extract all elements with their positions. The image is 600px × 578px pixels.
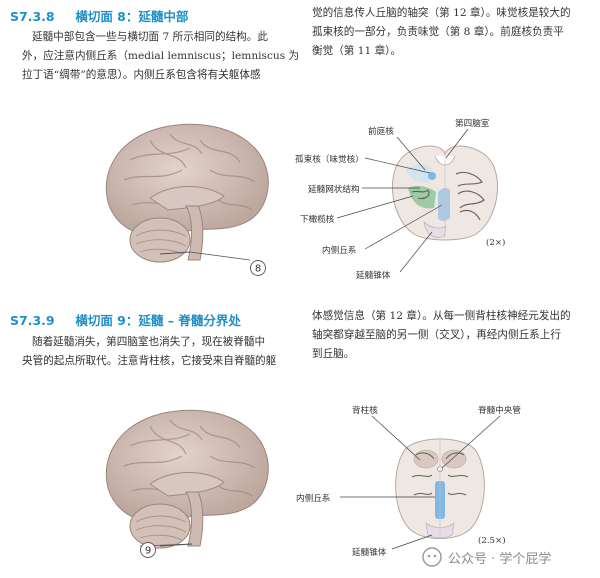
section-2-heading: S7.3.9 横切面 9：延髓 – 脊髓分界处 (10, 310, 241, 329)
brain-sagittal-figure-2: 9 (105, 409, 269, 558)
label-medial-lemniscus-2: 内侧丘系 (296, 494, 331, 504)
text-line: 央管的起点所取代。注意背柱核，它接受来自脊髓的躯 (22, 355, 277, 367)
wechat-icon (422, 547, 442, 567)
text-line: 随着延髓消失，第四脑室也消失了，现在被脊髓中 (32, 336, 266, 348)
text-line: 孤束核的一部分，负责味觉（第 8 章）。前庭核负责平 (312, 26, 564, 38)
label-inferior-olive: 下橄榄核 (300, 215, 335, 225)
label-fourth-ventricle: 第四脑室 (455, 119, 490, 129)
text-line: 延髓中部包含一些与横切面 7 所示相同的结构。此 (32, 31, 268, 43)
label-central-canal: 脊髓中央管 (478, 406, 521, 416)
section-2-number: S7.3.9 (10, 313, 55, 328)
scale-label-1: (2×) (486, 238, 506, 248)
text-line: 外，应注意内侧丘系（medial lemniscus；lemniscus 为 (22, 50, 300, 62)
section-2-left-text: 随着延髓消失，第四脑室也消失了，现在被脊髓中 央管的起点所取代。注意背柱核，它接… (22, 333, 284, 371)
label-pyramid-2: 延髓锥体 (352, 548, 387, 558)
label-medullary-reticular: 延髓网状结构 (308, 185, 360, 195)
figure-2-marker: 9 (145, 546, 151, 557)
section-1-heading: S7.3.8 横切面 8：延髓中部 (10, 6, 188, 25)
label-solitary-nucleus: 孤束核（味觉核） (295, 155, 364, 165)
leader-lines-2 (340, 415, 501, 550)
text-line: 衡觉（第 11 章）。 (312, 45, 402, 57)
watermark: 公众号 · 学个屁学 (418, 544, 556, 570)
scale-label-2: (2.5×) (478, 536, 506, 546)
label-pyramid-1: 延髓锥体 (356, 271, 391, 281)
section-2-title: 横切面 9：延髓 – 脊髓分界处 (75, 313, 241, 328)
figure-1-marker: 8 (255, 264, 261, 275)
text-line: 轴突都穿越至脑的另一侧（交叉），再经内侧丘系上行 (312, 329, 561, 341)
text-line: 拉丁语“绸带”的意思）。内侧丘系包含将有关躯体感 (22, 69, 261, 81)
section-2-right-text: 体感觉信息（第 12 章）。从每一侧背柱核神经元发出的 轴突都穿越至脑的另一侧（… (312, 307, 592, 364)
leader-lines-1 (336, 128, 469, 273)
section-1-number: S7.3.8 (10, 9, 55, 24)
text-line: 到丘脑。 (312, 348, 355, 360)
brain-sagittal-figure-1: 8 (105, 123, 269, 276)
label-medial-lemniscus-1: 内侧丘系 (322, 246, 357, 256)
watermark-text: 公众号 · 学个屁学 (448, 551, 552, 567)
section-1-left-text: 延髓中部包含一些与横切面 7 所示相同的结构。此 外，应注意内侧丘系（media… (22, 28, 300, 85)
section-1-right-text: 觉的信息传人丘脑的轴突（第 12 章）。味觉核是较大的 孤束核的一部分，负责味觉… (312, 4, 592, 61)
text-line: 体感觉信息（第 12 章）。从每一侧背柱核神经元发出的 (312, 310, 571, 322)
medulla-spinal-cross-section-2 (395, 438, 485, 539)
label-vestibular-nucleus: 前庭核 (368, 127, 394, 137)
text-line: 觉的信息传人丘脑的轴突（第 12 章）。味觉核是较大的 (312, 7, 571, 19)
label-dorsal-column-nucleus: 背柱核 (352, 406, 378, 416)
section-1-title: 横切面 8：延髓中部 (75, 9, 189, 24)
